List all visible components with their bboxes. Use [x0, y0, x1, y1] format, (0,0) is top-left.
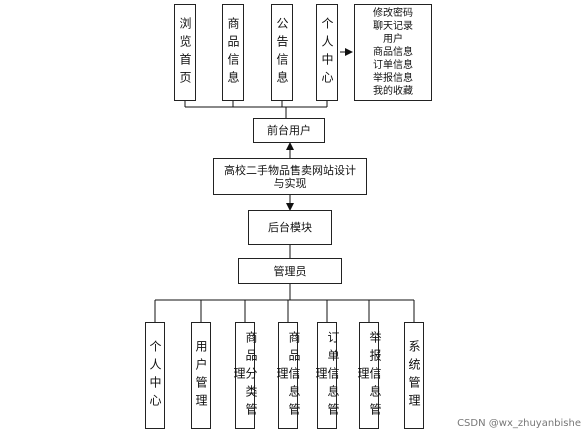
top-module-announcement-info: 公告信息: [271, 4, 293, 101]
bottom-module-personal-center: 个人中心: [145, 322, 165, 429]
personal-item-product-info: 商品信息: [373, 47, 413, 58]
personal-item-report-info: 举报信息: [373, 73, 413, 84]
personal-item-change-password: 修改密码: [373, 8, 413, 19]
personal-center-items-box: 修改密码 聊天记录 用户 商品信息 订单信息 举报信息 我的收藏: [354, 4, 432, 101]
personal-item-chat-history: 聊天记录: [373, 21, 413, 32]
bottom-module-product-management: 商品信息管理: [275, 322, 301, 429]
backend-module-box: 后台模块: [248, 210, 332, 245]
personal-item-user: 用户: [383, 34, 403, 45]
personal-item-order-info: 订单信息: [373, 60, 413, 71]
watermark-text: CSDN @wx_zhuyanbishe: [457, 418, 581, 429]
admin-box: 管理员: [238, 258, 342, 284]
bottom-module-system-management: 系统管理: [404, 322, 424, 429]
top-module-browse-home: 浏览首页: [174, 4, 196, 101]
system-title-box: 高校二手物品售卖网站设计与实现: [213, 158, 367, 195]
top-module-personal-center: 个人中心: [316, 4, 338, 101]
top-module-product-info: 商品信息: [222, 4, 244, 101]
bottom-module-order-management: 订单信息管理: [314, 322, 340, 429]
frontend-user-box: 前台用户: [253, 118, 325, 143]
bottom-module-user-management: 用户管理: [191, 322, 211, 429]
bottom-module-category-management: 商品分类管理: [232, 322, 258, 429]
bottom-module-report-management: 举报信息管理: [356, 322, 382, 429]
personal-item-favorites: 我的收藏: [373, 86, 413, 97]
